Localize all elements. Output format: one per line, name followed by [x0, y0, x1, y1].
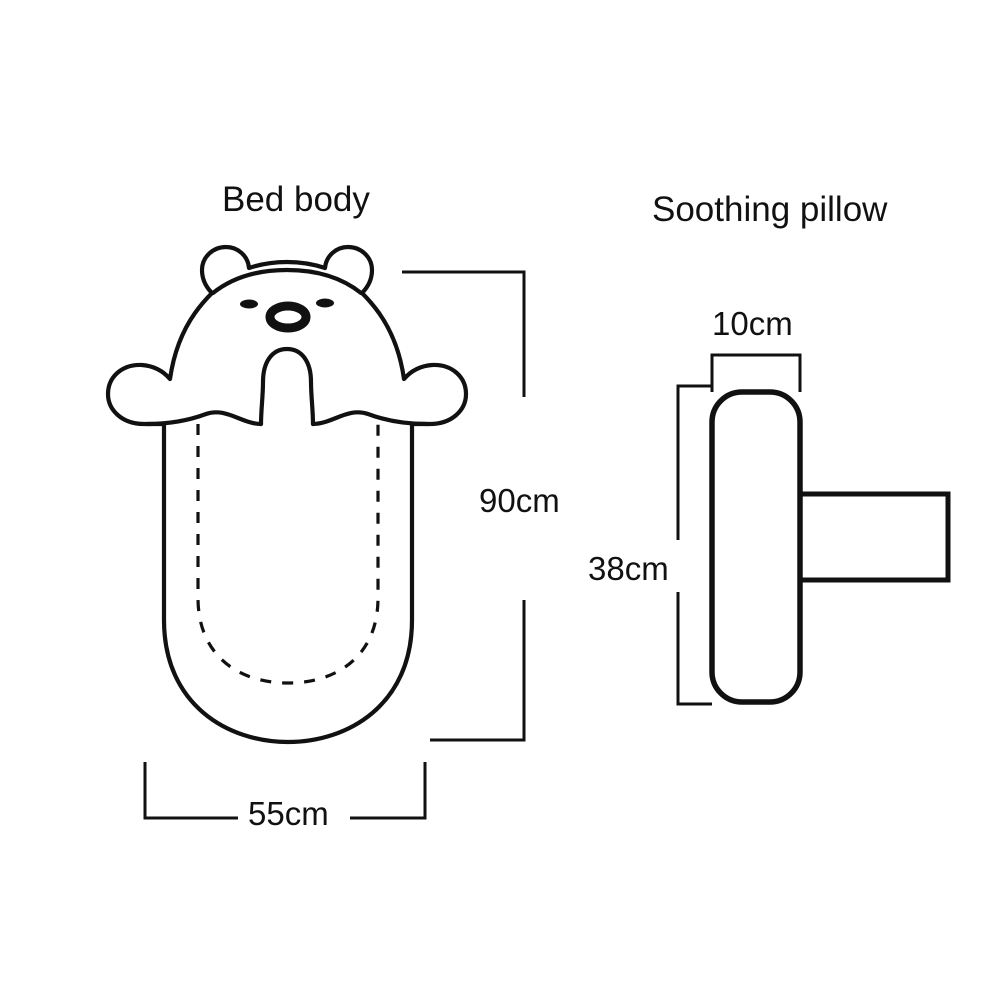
- bed-body-outline: [105, 244, 469, 745]
- bed-body-figure: [105, 244, 469, 745]
- bed-body-center-bump-outline: [258, 346, 316, 427]
- bed-height-bracket-top: [402, 270, 526, 397]
- bed-width-bracket-right: [350, 762, 427, 820]
- bed-body-shoulder-line: [144, 410, 264, 427]
- pillow-width-dimension: [710, 353, 802, 392]
- pillow-body: [709, 389, 803, 705]
- pillow-height-bracket-bottom: [676, 592, 712, 706]
- bed-height-dimension: [402, 270, 526, 742]
- pillow-width-label: 10cm: [712, 305, 793, 342]
- bed-body-head-dome: [210, 267, 364, 296]
- bear-left-eye-icon: [240, 299, 258, 309]
- bed-width-label: 55cm: [248, 795, 329, 832]
- soothing-pillow-title: Soothing pillow: [652, 190, 888, 229]
- bed-width-bracket-left: [143, 762, 238, 820]
- soothing-pillow-figure: [709, 389, 951, 705]
- bed-height-bracket-bottom: [430, 600, 526, 742]
- bear-right-eye-icon: [316, 298, 334, 308]
- bed-body-inner-dashed-line: [196, 424, 380, 685]
- pillow-height-dimension: [676, 384, 712, 706]
- bed-body-title: Bed body: [222, 180, 370, 219]
- pillow-flap: [797, 491, 951, 583]
- bear-nose-icon: [265, 301, 311, 333]
- pillow-width-bracket: [710, 353, 802, 392]
- pillow-height-bracket-top: [676, 384, 712, 540]
- bed-body-shoulder-line-right: [310, 410, 430, 427]
- pillow-height-label: 38cm: [588, 550, 669, 587]
- bed-width-dimension: [143, 762, 427, 820]
- bed-height-label: 90cm: [479, 482, 560, 519]
